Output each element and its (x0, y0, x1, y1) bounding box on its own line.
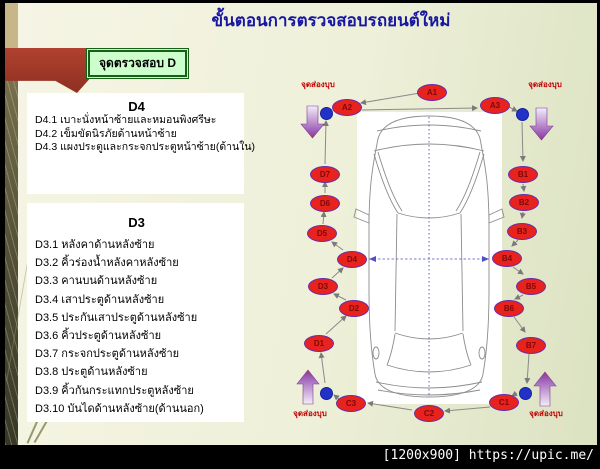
checkpoint-badge: จุดตรวจสอบ D (88, 50, 187, 77)
checklist-item: D4.1 เบาะนั่งหน้าซ้ายและหมอนพิงศรีษะ (35, 114, 217, 126)
inspection-node-c2: C2 (414, 405, 444, 422)
inspection-node-b6: B6 (494, 300, 524, 317)
dent-check-label: จุดส่องบุบ (529, 409, 563, 418)
inspection-node-d3: D3 (308, 278, 338, 295)
checklist-item: D3.7 กระจกประตูด้านหลังซ้าย (35, 348, 180, 361)
inspection-node-a2: A2 (332, 99, 362, 116)
inspection-node-b2: B2 (509, 194, 539, 211)
d4-checklist-panel: D4 D4.1 เบาะนั่งหน้าซ้ายและหมอนพิงศรีษะ … (27, 93, 256, 194)
d3-panel-title: D3 (128, 215, 145, 230)
inspection-node-b1: B1 (508, 166, 538, 183)
dent-check-label: จุดส่องบุบ (293, 409, 327, 418)
checklist-item: D3.6 คิ้วประตูด้านหลังซ้าย (35, 330, 162, 343)
checklist-item: D4.3 แผงประตูและกระจกประตูหน้าซ้าย(ด้านใ… (35, 141, 256, 153)
corner-dot-icon (320, 387, 333, 400)
left-decor-band (5, 3, 18, 445)
inspection-node-d2: D2 (339, 300, 369, 317)
corner-dot-icon (320, 107, 333, 120)
d3-checklist-panel: D3 D3.1 หลังคาด้านหลังซ้าย D3.2 คิ้วร่อง… (27, 203, 244, 422)
checklist-item: D3.8 ประตูด้านหลังซ้าย (35, 366, 148, 379)
inspection-node-b7: B7 (516, 337, 546, 354)
corner-dot-icon (516, 108, 529, 121)
inspection-node-d5: D5 (307, 225, 337, 242)
checklist-item: D3.10 บันไดด้านหลังซ้าย(ด้านนอก) (35, 402, 204, 415)
left-decor-band-top (5, 3, 18, 48)
inspection-node-d6: D6 (310, 195, 340, 212)
inspection-node-b4: B4 (492, 250, 522, 267)
d4-panel-title: D4 (128, 99, 145, 114)
checklist-item: D3.9 คิ้วกันกระแทกประตูหลังซ้าย (35, 384, 194, 397)
inspection-node-d7: D7 (310, 166, 340, 183)
checklist-item: D4.2 เข็มขัดนิรภัยด้านหน้าซ้าย (35, 127, 177, 140)
inspection-node-d1: D1 (304, 335, 334, 352)
diagram-canvas (357, 112, 502, 404)
inspection-node-c1: C1 (489, 394, 519, 411)
checklist-item: D3.1 หลังคาด้านหลังซ้าย (35, 239, 155, 251)
dent-check-label: จุดส่องบุบ (301, 80, 335, 89)
footer-caption: [1200x900] https://upic.me/ (382, 448, 594, 463)
dent-check-label: จุดส่องบุบ (528, 80, 562, 89)
checklist-item: D3.5 ประกันเสาประตูด้านหลังซ้าย (35, 311, 198, 324)
checklist-item: D3.2 คิ้วร่องน้ำหลังคาหลังซ้าย (35, 257, 179, 270)
image-host-bar: [1200x900] https://upic.me/ (0, 445, 600, 469)
inspection-node-a1: A1 (417, 84, 447, 101)
inspection-node-b3: B3 (507, 223, 537, 240)
inspection-node-b5: B5 (516, 278, 546, 295)
corner-dot-icon (519, 387, 532, 400)
checklist-item: D3.4 เสาประตูด้านหลังซ้าย (35, 293, 165, 306)
inspection-node-a3: A3 (480, 97, 510, 114)
page-title: ขั้นตอนการตรวจสอบรถยนต์ใหม่ (211, 11, 451, 30)
inspection-node-d4: D4 (337, 251, 367, 268)
checklist-item: D3.3 คานบนด้านหลังซ้าย (35, 275, 158, 288)
slide: ขั้นตอนการตรวจสอบรถยนต์ใหม่ จุดตรวจสอบ D… (5, 3, 597, 445)
banner-ribbon (5, 48, 95, 93)
inspection-node-c3: C3 (336, 395, 366, 412)
